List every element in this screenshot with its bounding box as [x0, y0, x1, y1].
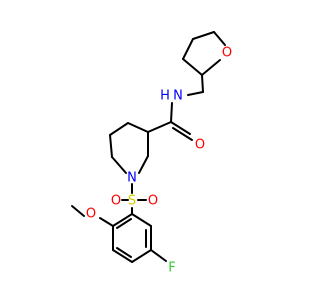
amide-group	[147, 102, 193, 141]
methylene-linker	[187, 74, 204, 96]
tetrahydrofuran-ring	[182, 31, 226, 76]
benzene-ring	[112, 213, 152, 263]
atom-o-sulfonyl-right: O	[148, 194, 158, 209]
atom-f: F	[168, 261, 175, 276]
fluoro-group	[150, 249, 167, 262]
piperidine-ring	[109, 122, 149, 174]
molecule-structure: O N H O N S O O O F	[71, 31, 232, 276]
atom-s-sulfonyl: S	[128, 194, 136, 209]
sulfonyl-group	[121, 183, 147, 215]
atom-o-methoxy: O	[86, 207, 96, 222]
atom-o-thf: O	[222, 46, 232, 61]
atom-n-ring: N	[127, 171, 137, 186]
atom-n-amide: N	[173, 89, 183, 104]
atom-o-sulfonyl-left: O	[111, 194, 121, 209]
atom-o-carbonyl: O	[195, 138, 205, 153]
atom-h-amide: H	[160, 89, 170, 104]
methoxy-group	[71, 205, 114, 227]
